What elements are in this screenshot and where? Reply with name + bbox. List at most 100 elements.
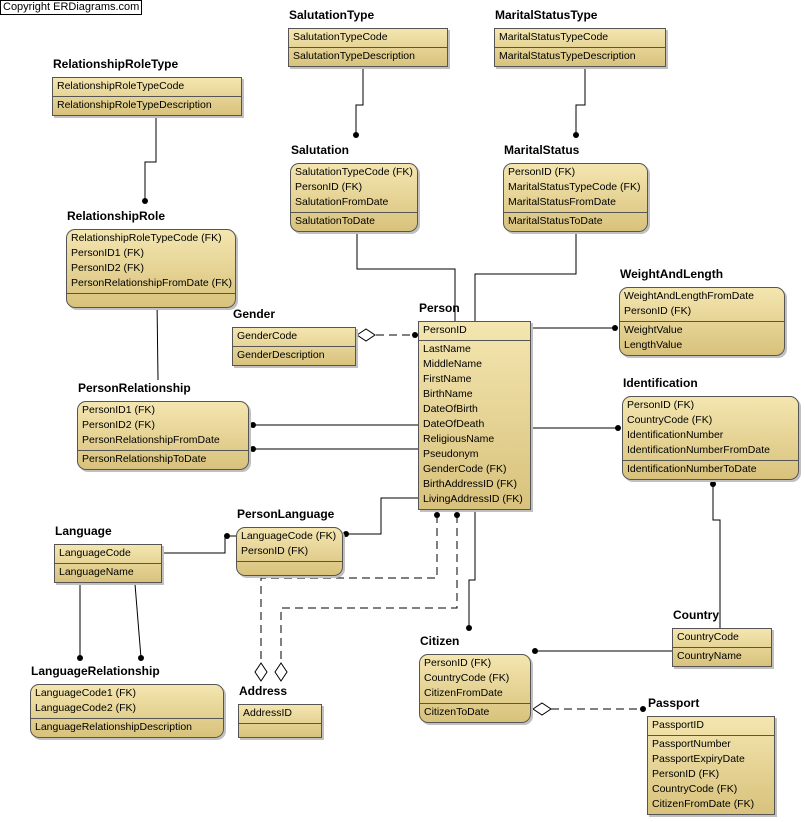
- key-attribute: LanguageCode (FK): [241, 530, 337, 542]
- attribute: LivingAddressID (FK): [423, 493, 523, 505]
- entity-title: RelationshipRole: [67, 209, 166, 223]
- key-attribute: SalutationTypeCode (FK): [295, 166, 413, 178]
- entity-title: PersonRelationship: [78, 381, 191, 395]
- key-attribute: IdentificationNumber: [627, 429, 724, 441]
- key-section: SalutationTypeCode (FK)PersonID (FK)Salu…: [291, 164, 417, 212]
- attribute-section: [67, 293, 235, 307]
- entity-title: Country: [673, 608, 719, 622]
- entity-box: LanguageCode1 (FK)LanguageCode2 (FK)Lang…: [30, 684, 224, 738]
- key-section: PersonID (FK)MaritalStatusTypeCode (FK)M…: [504, 164, 647, 212]
- link-language-languagerelationship-2: [134, 583, 142, 659]
- attribute: GenderDescription: [237, 349, 325, 361]
- key-section: LanguageCode (FK)PersonID (FK): [237, 528, 342, 561]
- key-attribute: IdentificationNumberFromDate: [627, 444, 770, 456]
- attribute: SalutationToDate: [295, 215, 375, 227]
- entity-title: SalutationType: [289, 8, 375, 22]
- key-section: PersonID: [419, 322, 530, 340]
- cardinality-dot: [250, 446, 256, 452]
- attribute: Pseudonym: [423, 448, 479, 460]
- attribute: GenderCode (FK): [423, 463, 507, 475]
- key-attribute: PersonID (FK): [508, 166, 576, 178]
- attribute: LengthValue: [624, 339, 683, 351]
- attribute: LastName: [423, 343, 471, 355]
- link-maritalstatus-person: [474, 234, 577, 321]
- key-attribute: CitizenFromDate: [424, 687, 503, 699]
- attribute: IdentificationNumberToDate: [627, 463, 757, 475]
- key-attribute: PersonID (FK): [627, 399, 695, 411]
- attribute-section: [239, 723, 321, 737]
- entity-box: PersonID (FK)MaritalStatusTypeCode (FK)M…: [503, 163, 648, 232]
- attribute: DateOfBirth: [423, 403, 478, 415]
- entity-title: RelationshipRoleType: [53, 57, 179, 71]
- key-section: RelationshipRoleTypeCode (FK)PersonID1 (…: [67, 230, 235, 293]
- cardinality-dot: [612, 325, 618, 331]
- key-attribute: CountryCode: [677, 631, 739, 643]
- entity-title: LanguageRelationship: [31, 664, 160, 678]
- entity-title: Salutation: [291, 143, 350, 157]
- entity-title: MaritalStatus: [504, 143, 580, 157]
- entity-box: SalutationTypeCode (FK)PersonID (FK)Salu…: [290, 163, 418, 232]
- optional-diamond: [532, 702, 552, 716]
- cardinality-dot: [466, 625, 472, 631]
- link-address-person-living: [280, 515, 458, 665]
- cardinality-dot: [224, 533, 230, 539]
- key-attribute: PersonID2 (FK): [71, 262, 144, 274]
- attribute-section: CountryName: [673, 647, 771, 666]
- attribute: PassportExpiryDate: [652, 753, 745, 765]
- cardinality-dot: [77, 655, 83, 661]
- key-attribute: LanguageCode2 (FK): [35, 702, 136, 714]
- link-country-identification: [712, 484, 721, 628]
- cardinality-dot: [343, 531, 349, 537]
- key-section: GenderCode: [233, 328, 355, 346]
- entity-box: AddressID: [238, 704, 322, 738]
- entity-box: PersonID (FK)CountryCode (FK)CitizenFrom…: [419, 654, 531, 723]
- attribute-section: SalutationToDate: [291, 212, 417, 231]
- key-attribute: LanguageCode: [59, 547, 131, 559]
- key-attribute: RelationshipRoleTypeCode: [57, 80, 185, 92]
- cardinality-dot: [138, 655, 144, 661]
- key-attribute: SalutationTypeCode: [293, 31, 388, 43]
- cardinality-dot: [640, 706, 646, 712]
- attribute-section: IdentificationNumberToDate: [623, 460, 798, 479]
- link-language-personlanguage: [162, 535, 236, 554]
- attribute-section: SalutationTypeDescription: [289, 47, 447, 66]
- entity-title: Language: [55, 524, 112, 538]
- attribute: PassportNumber: [652, 738, 731, 750]
- key-attribute: PersonID (FK): [424, 657, 492, 669]
- entity-title: Citizen: [420, 634, 460, 648]
- attribute: BirthName: [423, 388, 473, 400]
- entity-title: Passport: [648, 696, 700, 710]
- key-section: CountryCode: [673, 629, 771, 647]
- key-attribute: MaritalStatusTypeCode (FK): [508, 181, 641, 193]
- attribute: SalutationTypeDescription: [293, 50, 415, 62]
- attribute: CountryCode (FK): [652, 783, 738, 795]
- key-attribute: PersonRelationshipFromDate (FK): [71, 277, 233, 289]
- attribute-section: CitizenToDate: [420, 703, 530, 722]
- attribute-section: [237, 561, 342, 575]
- attribute: CountryName: [677, 650, 742, 662]
- key-section: LanguageCode: [55, 545, 161, 563]
